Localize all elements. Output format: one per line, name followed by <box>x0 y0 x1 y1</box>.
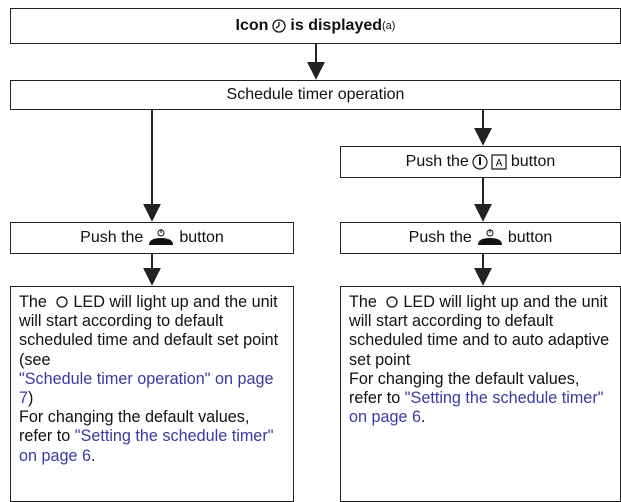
push-prefix: Push the <box>405 153 469 170</box>
top-box-suffix: is displayed <box>290 17 383 34</box>
led-ring-icon <box>56 296 69 308</box>
push-suffix: button <box>179 229 224 246</box>
footnote-marker: (a) <box>382 20 396 32</box>
result-text-4: For changing the default values, refer t… <box>349 369 580 408</box>
left-push-power-box: Push the button <box>10 222 294 254</box>
svg-text:A: A <box>495 158 502 169</box>
schedule-box: Schedule timer operation <box>10 80 621 110</box>
right-push-power-box: Push the button <box>340 222 621 254</box>
push-suffix: button <box>510 153 556 170</box>
push-suffix: button <box>507 229 553 246</box>
result-text-4: For changing the default values, refer t… <box>19 408 250 446</box>
right-push-mode-box: Push the A button <box>340 146 621 178</box>
thermometer-auto-icon: A <box>472 154 507 170</box>
result-text-2: LED will light up and the unit will star… <box>349 293 610 369</box>
result-text-5: . <box>91 446 96 465</box>
result-text-1: The <box>349 293 377 311</box>
schedule-label: Schedule timer operation <box>226 86 405 103</box>
power-button-icon <box>477 229 502 245</box>
result-text-3: ) <box>28 389 34 408</box>
led-ring-icon <box>386 296 399 308</box>
right-result-box: The LED will light up and the unit will … <box>340 286 621 502</box>
link-setting-schedule-timer[interactable]: "Setting the schedule timer" on page 6 <box>349 389 604 427</box>
left-result-box: The LED will light up and the unit will … <box>10 286 294 502</box>
top-box-prefix: Icon <box>235 17 269 34</box>
link-schedule-timer-operation[interactable]: "Schedule timer operation" on page 7 <box>19 369 274 408</box>
power-button-icon <box>149 229 174 245</box>
push-prefix: Push the <box>408 229 472 246</box>
clock-icon <box>272 19 287 33</box>
result-text-1: The <box>19 293 47 311</box>
top-box: Icon is displayed (a) <box>10 8 621 44</box>
result-text-2: LED will light up and the unit will star… <box>19 293 279 369</box>
push-prefix: Push the <box>80 229 144 246</box>
link-setting-schedule-timer[interactable]: "Setting the schedule timer" on page 6 <box>19 427 274 465</box>
result-text-5: . <box>421 408 426 427</box>
